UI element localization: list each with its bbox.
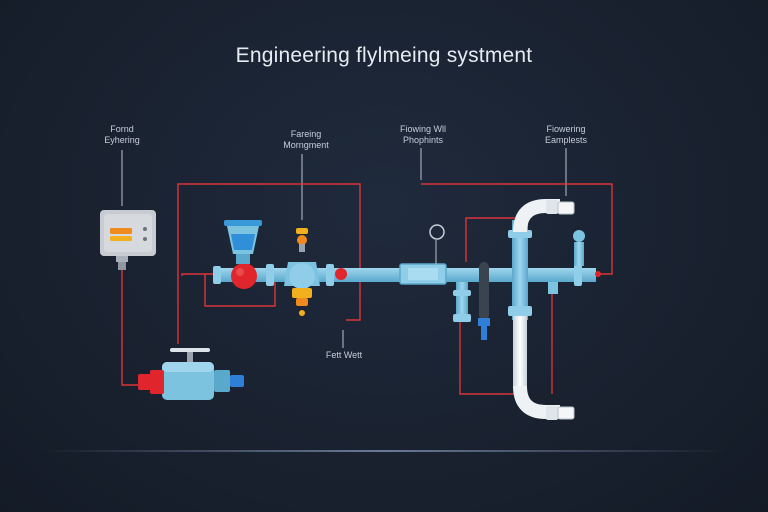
signal-under-ball-valve [204,274,276,307]
label-top-right: Fiowering Eamplests [530,124,602,146]
label-top-left-line1: Fornd [110,124,134,134]
signal-bottom-right [459,320,514,395]
label-bottom-center: Fett Wett [314,350,374,361]
vertical-pipe [508,220,532,320]
label-top-center-left-line1: Fareing [290,129,322,139]
label-top-center-right-line2: Phophints [402,135,444,145]
label-top-center-left-line2: Morngment [283,140,329,150]
label-bottom-center-line1: Fett Wett [325,350,363,360]
label-top-center-right-line1: Fiowing Wll [399,124,446,134]
label-top-left-line2: Eyhering [104,135,140,145]
signal-top-right [421,183,613,275]
signal-control-to-valve [121,270,140,386]
control-box-icon [100,210,156,270]
flow-meter-icon [399,240,447,285]
label-pointers [121,148,567,348]
u-bend-pipe-icon [513,199,575,420]
right-fitting-icon [548,230,601,294]
diagram-title: Engineering flylmeing systment [235,44,533,67]
filter-tank-icon [224,220,262,264]
drop-fitting-icon [453,282,471,322]
ball-valve-icon [231,263,257,289]
footer-divider [40,450,728,452]
sensor-probe-icon [478,262,490,340]
gate-valve-icon [138,348,244,400]
pressure-gauge-icon [429,224,445,240]
signal-loop-main [177,183,361,344]
label-top-center-right: Fiowing Wll Phophints [388,124,458,146]
label-top-center-left: Fareing Morngment [271,129,341,151]
center-valve-icon [284,228,320,316]
label-top-right-line1: Fiowering [546,124,586,134]
signal-u-inner [465,217,520,220]
junction-node [335,268,347,280]
label-top-right-line2: Eamplests [544,135,588,145]
label-top-left: Fornd Eyhering [92,124,152,146]
